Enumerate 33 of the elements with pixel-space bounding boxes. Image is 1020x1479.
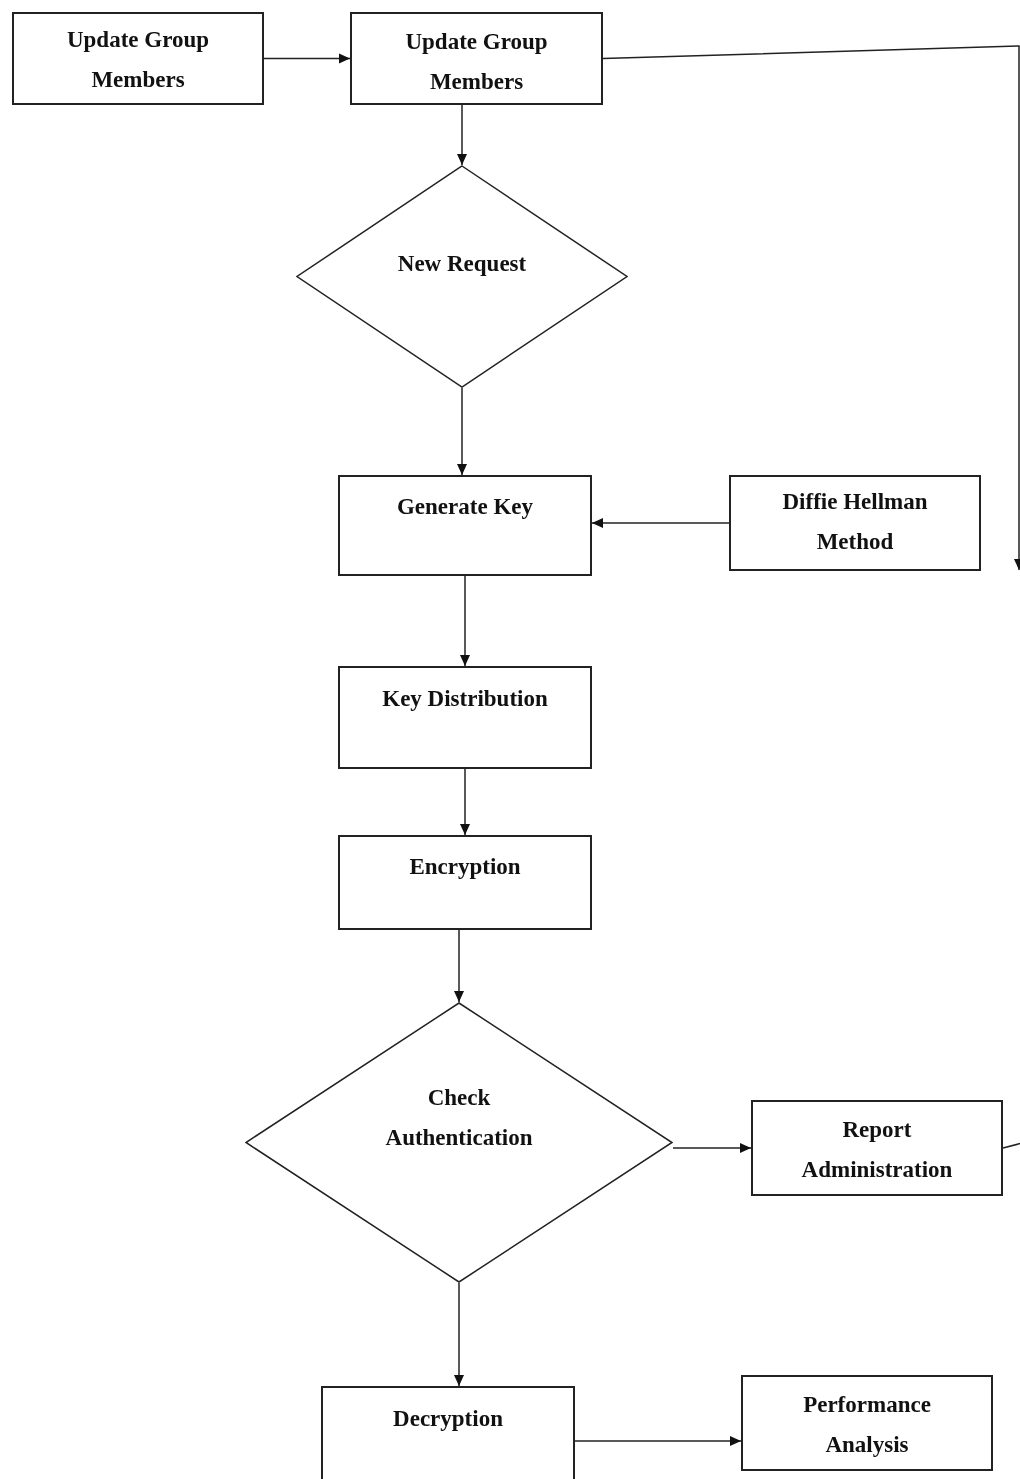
arrow xyxy=(457,104,467,166)
process-box xyxy=(741,1375,993,1471)
decision-diamond xyxy=(245,1002,673,1283)
node-label: Key Distribution xyxy=(382,685,548,713)
node-label: New Request xyxy=(396,249,528,278)
arrow xyxy=(574,1436,742,1446)
node-label: Generate Key xyxy=(397,493,533,521)
node-label: Report Administration xyxy=(800,1116,954,1184)
node-label: Diffie Hellman Method xyxy=(781,488,929,556)
arrow xyxy=(457,387,467,476)
node-label: Decryption xyxy=(393,1405,503,1433)
node-label: Performance Analysis xyxy=(802,1391,932,1459)
arrow xyxy=(454,929,464,1003)
process-box xyxy=(338,475,592,576)
process-box xyxy=(729,475,981,571)
arrow xyxy=(263,53,351,64)
process-box xyxy=(321,1386,575,1479)
node-label: Check Authentication xyxy=(384,1083,534,1152)
arrow xyxy=(591,518,730,528)
node-label: Update Group Members xyxy=(65,26,211,94)
arrow xyxy=(672,1143,752,1153)
node-label: Encryption xyxy=(409,853,521,881)
node-label: Update Group Members xyxy=(404,28,549,96)
process-box xyxy=(338,835,592,930)
decision-diamond xyxy=(296,165,628,388)
process-box xyxy=(350,12,603,105)
arrow xyxy=(454,1282,464,1387)
arrow xyxy=(602,45,1020,571)
process-box xyxy=(751,1100,1003,1196)
process-box xyxy=(12,12,264,105)
process-box xyxy=(338,666,592,769)
arrow xyxy=(460,768,470,836)
arrow xyxy=(460,575,470,667)
